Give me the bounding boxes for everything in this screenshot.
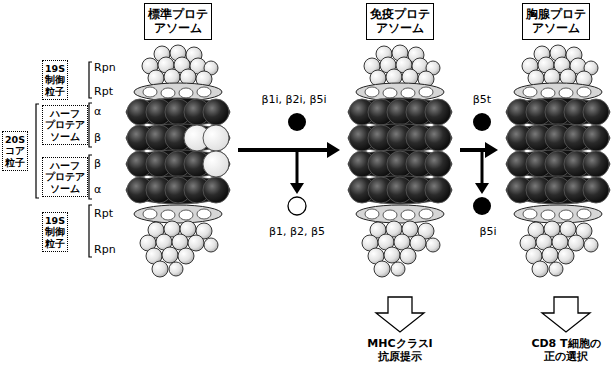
subunit-tag-box: 20S コア 粒子 <box>2 131 28 172</box>
outcome-note: CD8 T細胞の 正の選択 <box>528 337 604 363</box>
arrowhead <box>485 142 498 158</box>
outgoing-subunit-dot <box>288 197 306 215</box>
part-label: α <box>94 105 101 118</box>
part-label: β <box>94 157 101 170</box>
incoming-subunit-dot <box>473 113 491 131</box>
subunit-name: 19S 制御 粒子 <box>45 63 65 98</box>
subunit-tag-box: 19S 制御 粒子 <box>42 212 68 253</box>
part-label: α <box>94 183 101 196</box>
outcome-note: MHCクラスI 抗原提示 <box>367 337 432 363</box>
proteasome-column: 免疫プロテ アソーム <box>342 0 458 296</box>
proteasome-column: 胸腺プロテ アソーム <box>500 0 612 296</box>
proteasome-column: 標準プロテ アソーム <box>120 0 236 296</box>
subunit-tag-box: ハーフ プロテア ソーム <box>42 105 88 146</box>
part-label: Rpn <box>94 61 116 74</box>
part-label: β <box>94 131 101 144</box>
part-label: Rpt <box>94 85 113 98</box>
arrow-shaft <box>238 148 330 152</box>
part-label: Rpt <box>94 207 113 220</box>
process-arrow <box>238 142 340 158</box>
hollow-down-arrow <box>542 297 590 332</box>
column-heading: 胸腺プロテ アソーム <box>522 3 590 40</box>
incoming-subunit-dot <box>288 113 306 131</box>
column-heading: 標準プロテ アソーム <box>144 3 212 40</box>
column-heading: 免疫プロテ アソーム <box>366 3 434 40</box>
outgoing-subunit-dot <box>473 197 491 215</box>
subunit-label: β1, β2, β5 <box>269 225 325 238</box>
subunit-label: β5t <box>473 93 491 106</box>
branch-arrowhead <box>290 183 304 194</box>
hollow-down-arrow <box>376 297 424 332</box>
branch-arrowhead <box>475 183 489 194</box>
branch-line <box>481 152 484 184</box>
subunit-tag-box: 19S 制御 粒子 <box>42 60 68 101</box>
constitutive-beta-subunits <box>184 125 229 177</box>
subunit-label: β5i <box>479 225 496 238</box>
thymo-proteasome <box>506 45 610 277</box>
subunit-name: ハーフ プロテア ソーム <box>45 108 85 143</box>
subunit-name: 19S 制御 粒子 <box>45 215 65 250</box>
branch-line <box>296 152 299 184</box>
arrowhead <box>327 142 340 158</box>
standard-proteasome <box>126 45 230 277</box>
part-label: Rpn <box>94 243 116 256</box>
immuno-proteasome <box>348 45 452 277</box>
subunit-name: ハーフ プロテア ソーム <box>45 160 85 195</box>
subunit-name: 20S コア 粒子 <box>5 134 25 169</box>
process-arrow <box>460 142 498 158</box>
arrow-shaft <box>460 148 488 152</box>
subunit-tag-box: ハーフ プロテア ソーム <box>42 157 88 198</box>
subunit-label: β1i, β2i, β5i <box>261 93 326 106</box>
